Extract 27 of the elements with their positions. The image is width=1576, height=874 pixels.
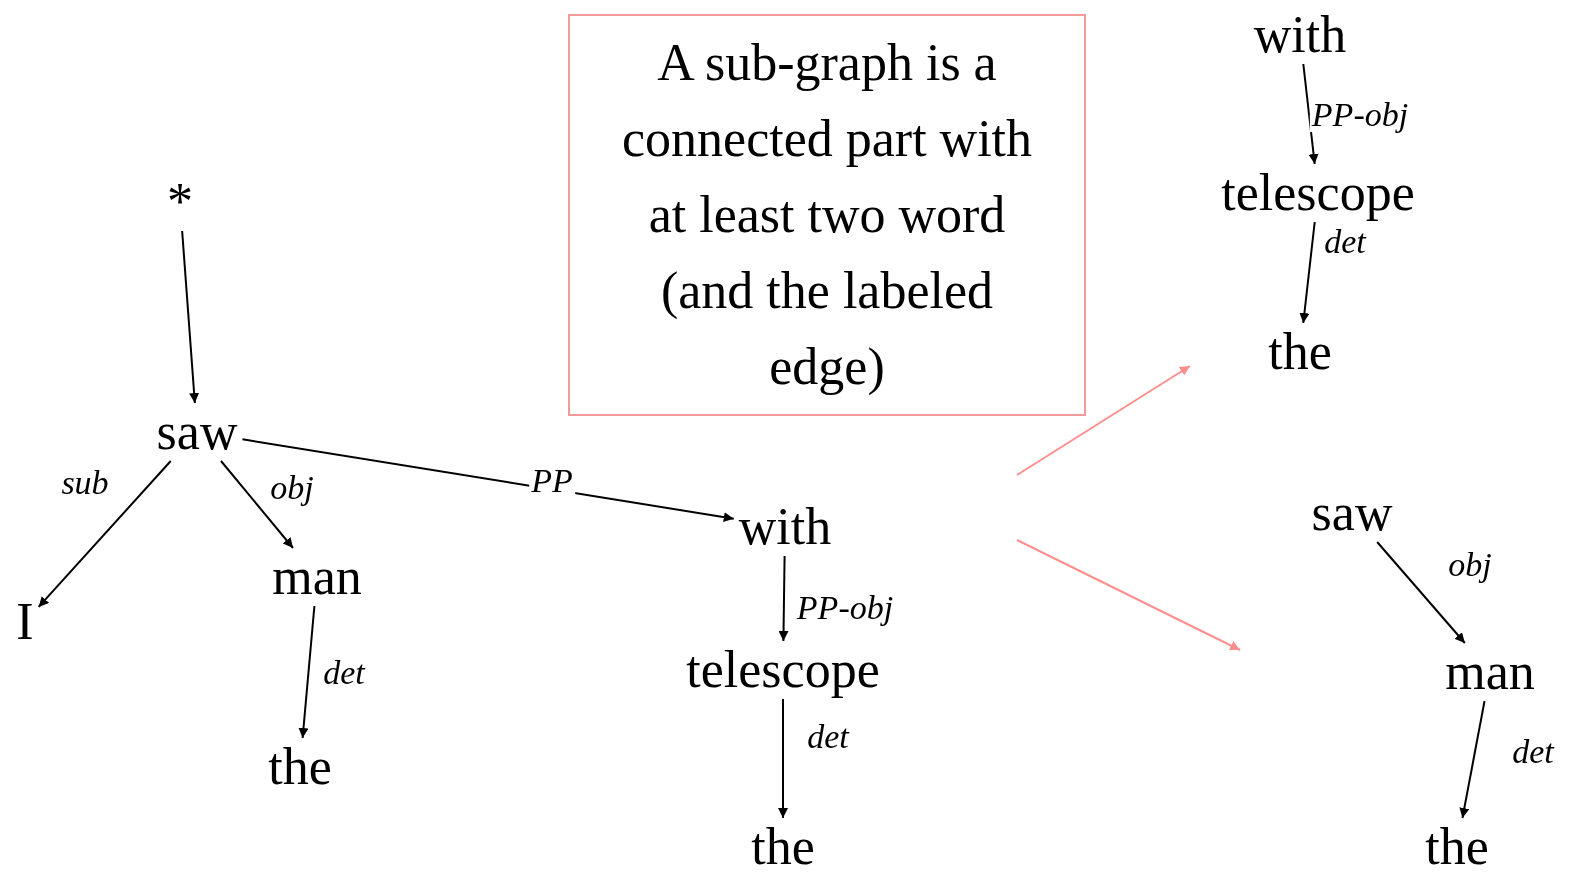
word-label: saw <box>154 406 240 458</box>
word-label: telescope <box>684 644 882 696</box>
arrow <box>298 605 316 739</box>
arrow <box>37 460 172 608</box>
arrow <box>1302 63 1319 165</box>
arrow <box>220 460 294 549</box>
word-label: man <box>1443 646 1537 698</box>
word-label: saw <box>1309 487 1395 539</box>
arrow <box>1459 700 1486 819</box>
arrow <box>1376 541 1466 644</box>
word-label: I <box>14 596 36 648</box>
arrow <box>778 555 789 642</box>
word-label: with <box>1251 9 1349 61</box>
arrow <box>778 698 788 819</box>
word-label: the <box>1266 326 1334 378</box>
word-label: the <box>1423 821 1491 873</box>
word-label: the <box>749 821 817 873</box>
arrow <box>241 438 735 523</box>
arrow <box>1299 221 1316 324</box>
box-text: A sub-graph is a connected part with at least two word (and the labeled edge) <box>620 33 1034 397</box>
text-box <box>568 14 1086 416</box>
word-label: telescope <box>1219 167 1417 219</box>
word-label: with <box>736 501 834 553</box>
word-label: man <box>270 551 364 603</box>
word-label: the <box>266 741 334 793</box>
word-label: * <box>165 176 195 228</box>
arrow <box>181 230 200 404</box>
